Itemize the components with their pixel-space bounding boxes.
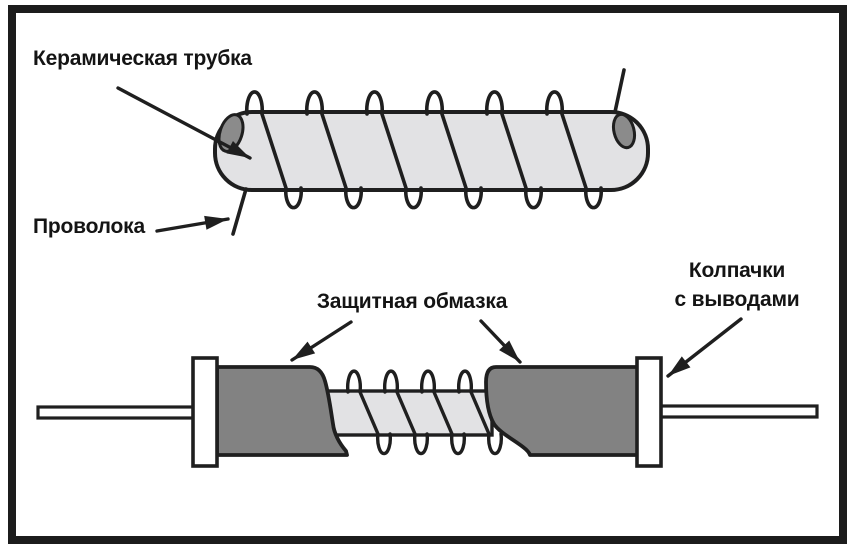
arrow-coating-right (479, 319, 522, 364)
ceramic-tube-body (213, 110, 650, 192)
end-cap-left (191, 356, 219, 468)
ceramic-tube-assembly (213, 68, 650, 236)
callout-arrows (116, 86, 743, 378)
arrow-wire (155, 215, 230, 233)
label-ceramic-tube: Керамическая трубка (33, 47, 252, 70)
label-caps-line2: с выводами (674, 288, 800, 311)
arrow-coating-left (290, 320, 353, 362)
wire-winding-top-diagram (245, 90, 603, 210)
arrow-ceramic-tube (116, 86, 252, 160)
finished-resistor-assembly (36, 356, 819, 468)
end-cap-right (635, 356, 663, 468)
label-caps-with-leads: Колпачки с выводами (662, 256, 812, 314)
tube-opening-right (611, 112, 637, 150)
wire-end-bottom-left (231, 187, 248, 236)
label-caps-line1: Колпачки (688, 259, 786, 282)
figure-border-frame (8, 5, 847, 544)
label-wire: Проволока (33, 215, 145, 238)
wire-winding-bottom-diagram (346, 369, 503, 456)
arrow-caps (666, 317, 743, 378)
protective-coating-left (215, 365, 349, 457)
label-protective-coating: Защитная обмазка (316, 290, 508, 313)
wire-end-top-right (613, 68, 626, 114)
lead-wire-left (36, 405, 200, 420)
lead-wire-right (655, 404, 819, 419)
protective-coating-right (484, 365, 641, 457)
ceramic-core-exposed (324, 389, 494, 437)
